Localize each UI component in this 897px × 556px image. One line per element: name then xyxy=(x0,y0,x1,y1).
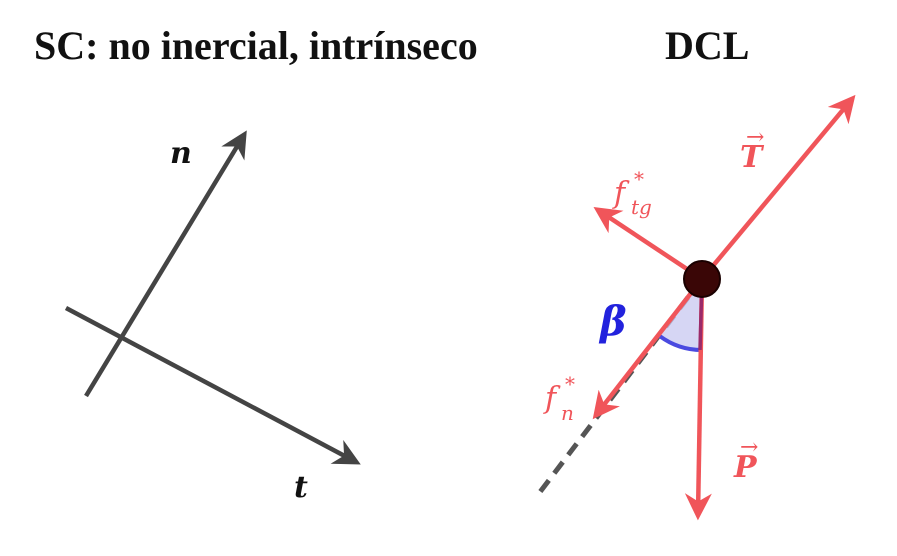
inertial-tangential-symbol: f xyxy=(612,176,630,211)
tension-arrow xyxy=(700,94,856,281)
normal-axis xyxy=(84,130,247,398)
inertial-normal-superscript: * xyxy=(565,372,575,396)
inertial-tangential-label: f tg * xyxy=(612,167,652,219)
inertial-normal-symbol: f xyxy=(543,381,561,416)
intrinsic-axes: n t xyxy=(64,130,361,505)
inertial-tangential-arrow xyxy=(593,207,704,281)
tension-label: T → xyxy=(740,125,765,175)
weight-vector-arrow: → xyxy=(740,435,758,460)
angle-beta-label: β xyxy=(598,298,627,345)
inertial-normal-arrow xyxy=(592,277,704,420)
tension-symbol: T xyxy=(740,140,765,175)
normal-axis-label: n xyxy=(170,136,192,171)
inertial-normal-label: f n * xyxy=(543,372,575,425)
tension-vector-arrow: → xyxy=(746,125,764,150)
free-body-diagram: T → P → f tg * f n * β xyxy=(538,94,856,521)
free-body-diagram-title: DCL xyxy=(665,23,750,68)
angle-beta-sector xyxy=(659,279,702,350)
tangential-axis-label: t xyxy=(294,470,308,505)
weight-symbol: P xyxy=(733,450,758,485)
inertial-normal-subscript: n xyxy=(561,401,574,425)
mass-body xyxy=(683,260,721,298)
inertial-tangential-superscript: * xyxy=(634,167,644,191)
tangential-axis xyxy=(64,306,361,465)
weight-label: P → xyxy=(733,435,758,485)
reference-frame-title: SC: no inercial, intrínseco xyxy=(34,23,478,68)
inertial-tangential-subscript: tg xyxy=(631,195,652,219)
